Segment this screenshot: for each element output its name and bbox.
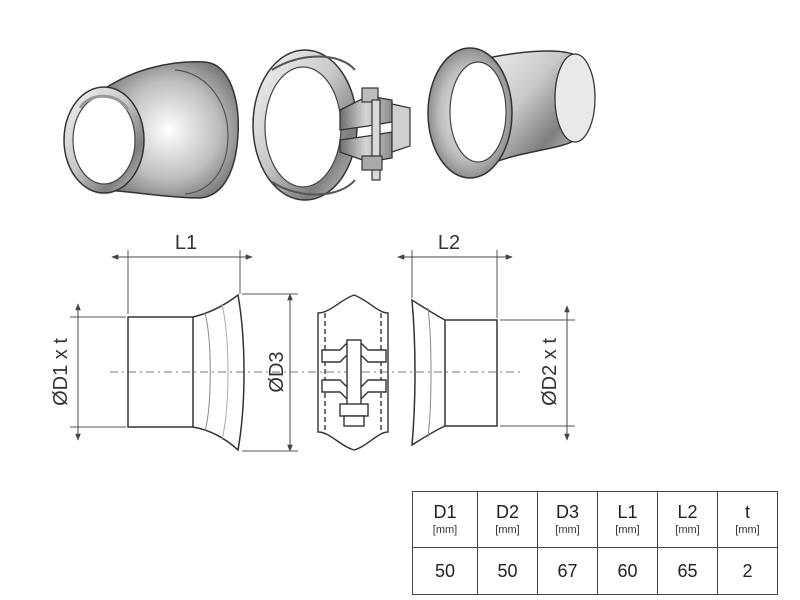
header-d2: D2[mm]: [477, 491, 538, 548]
clamp-outline: [317, 294, 389, 451]
header-l1: L1[mm]: [597, 491, 658, 548]
header-t: t[mm]: [717, 491, 778, 548]
left-sleeve-outline: [127, 293, 245, 452]
dimension-label-l2: L2: [438, 232, 460, 254]
value-l2: 65: [657, 547, 718, 595]
dimension-d2: ØD2 x t: [500, 305, 575, 441]
dimension-l1: L1: [111, 232, 253, 314]
dimension-label-d3: ØD3: [266, 351, 288, 392]
dimension-label-l1: L1: [175, 232, 197, 254]
spec-table-header-row: D1[mm] D2[mm] D3[mm] L1[mm] L2[mm] t[mm]: [412, 491, 778, 548]
dimension-label-d1: ØD1 x t: [50, 338, 72, 406]
dimension-l2: L2: [397, 232, 513, 318]
dimension-d1: ØD1 x t: [50, 303, 126, 441]
value-t: 2: [717, 547, 778, 595]
spec-table: D1[mm] D2[mm] D3[mm] L1[mm] L2[mm] t[mm]…: [412, 491, 778, 595]
header-d1: D1[mm]: [412, 491, 478, 548]
dimension-d3: ØD3: [242, 293, 298, 452]
right-sleeve-render: [427, 47, 596, 179]
spec-table-value-row: 50 50 67 60 65 2: [412, 547, 778, 595]
value-d3: 67: [537, 547, 598, 595]
value-l1: 60: [597, 547, 658, 595]
header-d3: D3[mm]: [537, 491, 598, 548]
dimension-label-d2: ØD2 x t: [539, 338, 561, 406]
right-sleeve-outline: [411, 298, 498, 447]
header-l2: L2[mm]: [657, 491, 718, 548]
value-d2: 50: [477, 547, 538, 595]
left-sleeve-render: [63, 61, 239, 199]
value-d1: 50: [412, 547, 478, 595]
band-clamp-render: [252, 49, 411, 201]
